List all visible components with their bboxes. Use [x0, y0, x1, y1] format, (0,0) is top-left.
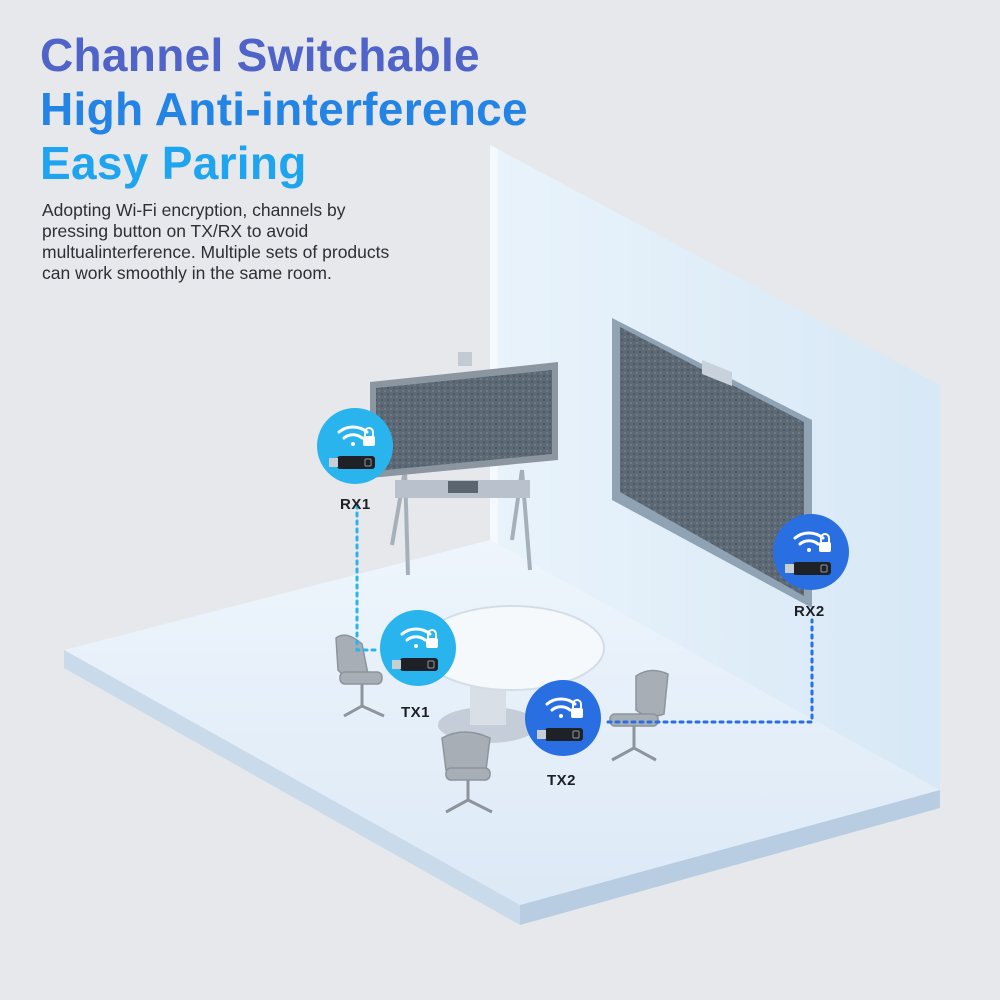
headline-channel-switchable: Channel Switchable — [40, 29, 480, 81]
dongle-icon — [785, 562, 831, 575]
tx1-badge — [380, 610, 456, 686]
meeting-table — [419, 605, 605, 743]
dongle-icon — [329, 456, 375, 469]
rx2-badge — [773, 514, 849, 590]
pair-2-link — [606, 618, 814, 724]
tx1-label: TX1 — [401, 704, 431, 721]
rx1-badge — [317, 408, 393, 484]
chair — [441, 731, 493, 814]
chair — [609, 669, 669, 762]
dongle-icon — [392, 658, 438, 671]
wall-display — [612, 318, 812, 608]
description-text: Adopting Wi-Fi encryption, channels by p… — [42, 200, 390, 283]
pair-1-link — [355, 503, 382, 652]
headline: Channel Switchable High Anti-interferenc… — [40, 28, 528, 190]
camera-icon — [458, 352, 472, 366]
rx2-label: RX2 — [794, 603, 825, 620]
camera-icon — [702, 360, 732, 386]
dongle-icon — [537, 728, 583, 741]
headline-anti-interference: High Anti-interference — [40, 83, 528, 135]
chair — [335, 634, 385, 718]
rx1-label: RX1 — [340, 496, 371, 513]
stand-display — [370, 352, 558, 576]
headline-easy-pairing: Easy Paring — [40, 137, 307, 189]
tx2-badge — [525, 680, 601, 756]
tx2-label: TX2 — [547, 772, 577, 789]
